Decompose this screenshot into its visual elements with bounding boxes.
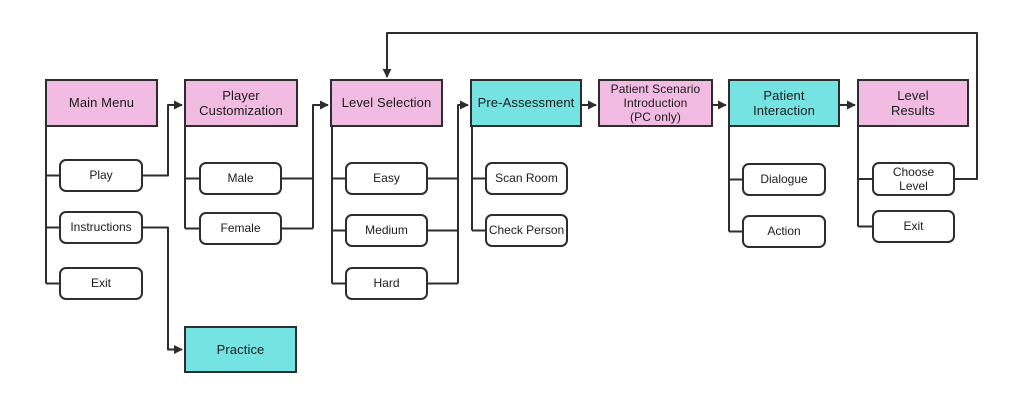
node-exit-main: Exit	[59, 267, 143, 300]
node-pre-assessment: Pre-Assessment	[470, 79, 582, 127]
node-practice: Practice	[184, 326, 297, 373]
node-action: Action	[742, 215, 826, 248]
node-level-results: Level Results	[857, 79, 969, 127]
node-check-person: Check Person	[485, 214, 568, 247]
node-dialogue: Dialogue	[742, 163, 826, 196]
node-level-selection: Level Selection	[330, 79, 443, 127]
node-scan-room: Scan Room	[485, 162, 568, 195]
node-easy: Easy	[345, 162, 428, 195]
node-instructions: Instructions	[59, 211, 143, 244]
node-patient-scenario-introduction: Patient Scenario Introduction (PC only)	[598, 79, 713, 127]
node-medium: Medium	[345, 214, 428, 247]
node-exit-results: Exit	[872, 210, 955, 243]
node-patient-interaction: Patient Interaction	[728, 79, 840, 127]
node-female: Female	[199, 212, 282, 245]
node-main-menu: Main Menu	[45, 79, 158, 127]
node-play: Play	[59, 159, 143, 192]
node-choose-level: Choose Level	[872, 162, 955, 196]
node-player-customization: Player Customization	[184, 79, 298, 127]
node-male: Male	[199, 162, 282, 195]
node-hard: Hard	[345, 267, 428, 300]
